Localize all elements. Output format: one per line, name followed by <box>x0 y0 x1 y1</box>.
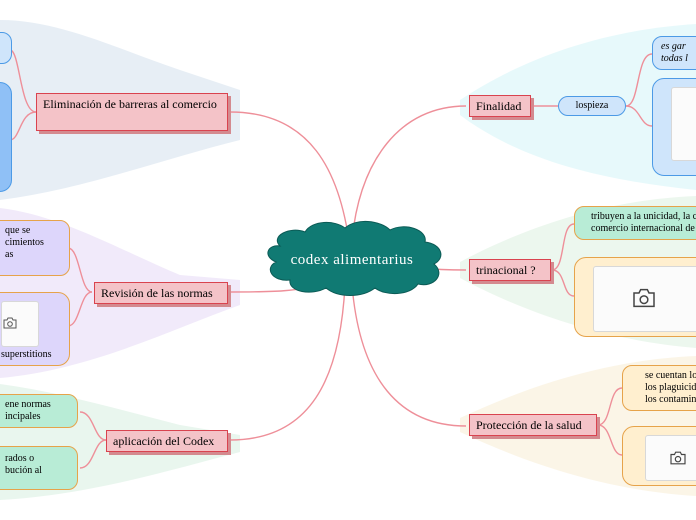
connector-proteccion-img <box>597 424 623 456</box>
branch-aplicacion[interactable]: aplicación del Codex <box>106 430 228 452</box>
branch-proteccion[interactable]: Protección de la salud <box>469 414 597 436</box>
camera-icon <box>670 451 686 465</box>
branch-trinacional[interactable]: trinacional ? <box>469 259 551 281</box>
connector-barreras-top <box>9 49 37 113</box>
barreras-image-card[interactable] <box>0 82 12 192</box>
image-placeholder <box>671 87 696 161</box>
connector-aplicacion-top <box>79 411 107 441</box>
finalidad-note[interactable]: es gar todas l <box>652 36 696 70</box>
connector-aplicacion-bottom <box>79 439 107 469</box>
connector-barreras-img <box>9 111 37 141</box>
revision-image-card[interactable]: superstitions <box>0 292 70 366</box>
revision-sub-top[interactable]: que se cimientos as <box>0 220 70 276</box>
camera-icon <box>3 317 17 329</box>
connector-trinacional-img <box>551 269 575 297</box>
connector-proteccion <box>351 284 467 427</box>
connector-revision-top <box>67 247 93 293</box>
central-topic-label[interactable]: codex alimentarius <box>290 252 414 268</box>
connector-lospieza-note <box>625 53 653 107</box>
branch-barreras[interactable]: Eliminación de barreras al comercio <box>36 93 228 131</box>
trinacional-note[interactable]: tribuyen a la unicidad, la c comercio in… <box>574 206 696 240</box>
connector-trinacional-note <box>551 223 575 271</box>
connector-revision-bottom <box>67 291 93 327</box>
branch-finalidad[interactable]: Finalidad <box>469 95 531 117</box>
camera-icon <box>633 288 655 308</box>
connector-barreras <box>229 111 351 249</box>
proteccion-image-card[interactable] <box>622 426 696 486</box>
revision-caption: superstitions <box>1 349 52 360</box>
connector-finalidad <box>351 105 467 241</box>
aplicacion-sub-top[interactable]: ene normas incipales <box>0 394 78 428</box>
barreras-sub-top[interactable] <box>0 32 12 64</box>
connector-aplicacion <box>229 284 346 441</box>
image-placeholder <box>593 266 696 332</box>
connector-lospieza-img <box>625 105 653 127</box>
central-cloud[interactable] <box>267 221 442 296</box>
connector-proteccion-note <box>597 387 623 426</box>
proteccion-note[interactable]: se cuentan lo los plaguicid los contamin <box>622 365 696 411</box>
trinacional-image-card[interactable] <box>574 257 696 337</box>
connectors <box>9 49 653 469</box>
finalidad-image-card[interactable] <box>652 78 696 176</box>
branch-revision[interactable]: Revisión de las normas <box>94 282 228 304</box>
aplicacion-sub-bottom[interactable]: rados o bución al <box>0 446 78 490</box>
sub-lospieza[interactable]: lospieza <box>558 96 626 116</box>
